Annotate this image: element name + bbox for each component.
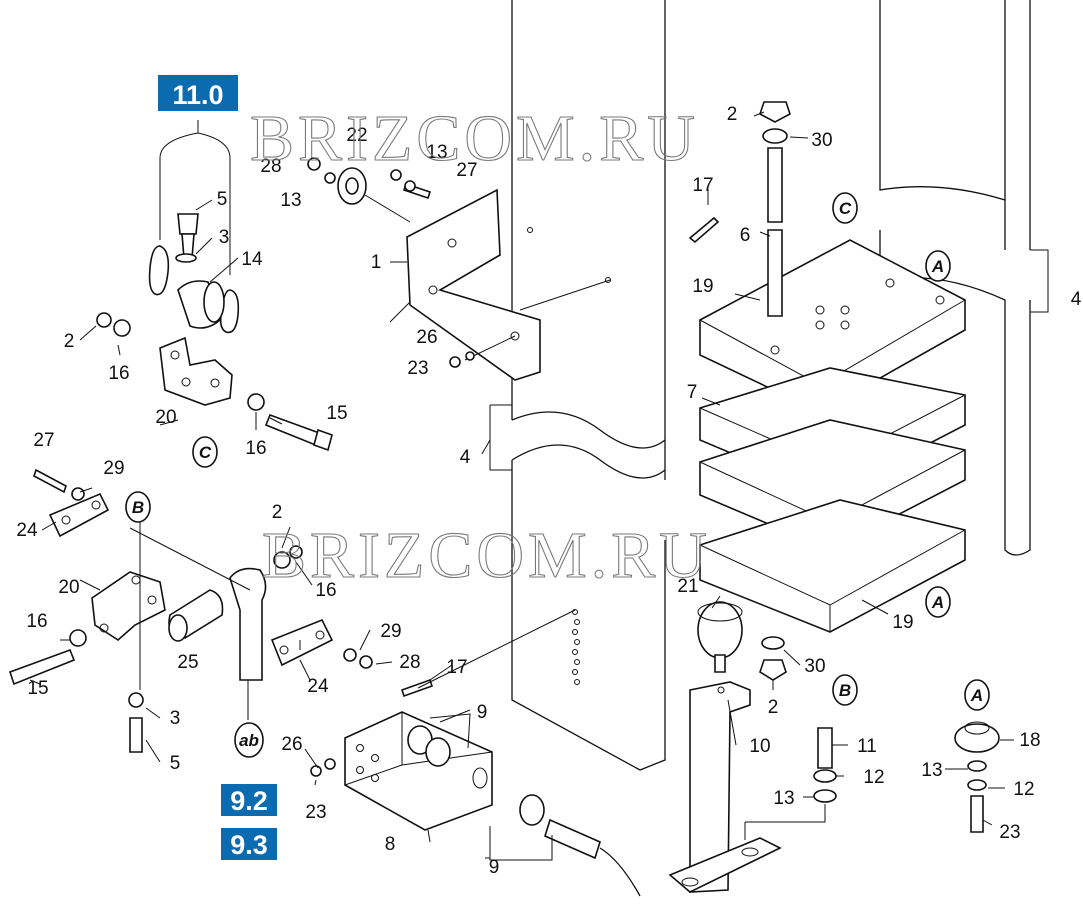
label-3: 3	[170, 708, 181, 729]
label-28: 28	[260, 156, 281, 177]
sensor-bracket	[310, 609, 641, 897]
label-22: 22	[346, 125, 367, 146]
svg-text:9.3: 9.3	[230, 830, 268, 860]
label-30: 30	[804, 656, 825, 677]
label-13: 13	[280, 190, 301, 211]
ref-letter-c-left: C	[192, 436, 218, 468]
ref-badge-11-0[interactable]: 11.0	[158, 75, 238, 111]
label-26: 26	[416, 327, 437, 348]
ref-letter-ab: ab	[234, 722, 264, 758]
label-13: 13	[773, 788, 794, 809]
label-20: 20	[155, 407, 176, 428]
label-7: 7	[687, 382, 698, 403]
label-17: 17	[692, 175, 713, 196]
label-15: 15	[27, 678, 48, 699]
label-9: 9	[489, 857, 500, 878]
label-16: 16	[108, 363, 129, 384]
label-19: 19	[892, 612, 913, 633]
label-30: 30	[811, 130, 832, 151]
label-1: 1	[371, 252, 382, 273]
svg-text:A: A	[931, 257, 944, 276]
svg-text:B: B	[839, 681, 851, 700]
watermark-top: BRIZCOM.RU	[250, 102, 699, 175]
bracket-1	[364, 188, 611, 381]
ref-badge-9-2[interactable]: 9.2	[221, 784, 277, 816]
label-16: 16	[315, 580, 336, 601]
fasteners-top	[307, 157, 720, 368]
svg-text:11.0: 11.0	[172, 80, 223, 110]
svg-text:A: A	[931, 593, 944, 612]
label-15: 15	[326, 403, 347, 424]
label-27: 27	[33, 430, 54, 451]
label-18: 18	[1019, 730, 1040, 751]
plate-stack	[697, 101, 966, 681]
label-20: 20	[58, 577, 79, 598]
leader-lines	[29, 111, 1014, 859]
svg-text:B: B	[132, 498, 144, 517]
main-column	[489, 0, 666, 771]
label-24: 24	[307, 676, 329, 697]
label-24: 24	[16, 520, 38, 541]
label-5: 5	[170, 753, 181, 774]
label-16: 16	[26, 611, 47, 632]
label-4: 4	[460, 447, 471, 468]
svg-text:A: A	[970, 686, 983, 705]
ref-letter-b-left: B	[125, 491, 151, 523]
label-17: 17	[446, 657, 467, 678]
label-4: 4	[1071, 289, 1082, 310]
label-6: 6	[740, 225, 751, 246]
label-8: 8	[385, 834, 396, 855]
label-11: 11	[857, 736, 877, 757]
label-16: 16	[245, 438, 266, 459]
label-5: 5	[217, 189, 228, 210]
ref-letter-a-top: A	[925, 250, 951, 282]
label-12: 12	[1013, 779, 1034, 800]
svg-text:9.2: 9.2	[230, 786, 268, 816]
svg-text:C: C	[199, 443, 212, 462]
label-27: 27	[456, 160, 477, 181]
label-13: 13	[426, 142, 447, 163]
label-29: 29	[103, 458, 124, 479]
svg-text:ab: ab	[239, 731, 259, 750]
label-14: 14	[241, 249, 263, 270]
label-29: 29	[380, 621, 401, 642]
ref-letter-a-right: A	[964, 679, 990, 711]
label-23: 23	[407, 358, 428, 379]
label-25: 25	[177, 652, 198, 673]
ref-letter-b-right: B	[832, 674, 858, 706]
label-23: 23	[305, 802, 326, 823]
stand-10	[668, 681, 782, 893]
label-28: 28	[399, 652, 420, 673]
part-labels: 1 2 2 2 2 3 3 4 4 5 5 6 7 8 9 9 10 11 12…	[16, 104, 1081, 878]
watermark-middle: BRIZCOM.RU	[262, 519, 711, 592]
label-2: 2	[64, 331, 75, 352]
label-9: 9	[477, 702, 488, 723]
label-21: 21	[677, 576, 698, 597]
label-12: 12	[863, 767, 884, 788]
label-19: 19	[692, 276, 713, 297]
label-2: 2	[727, 104, 738, 125]
ref-badge-9-3[interactable]: 9.3	[221, 828, 277, 860]
label-3: 3	[219, 227, 230, 248]
hinge-assembly-lower	[8, 468, 373, 753]
label-13: 13	[921, 760, 942, 781]
label-23: 23	[999, 822, 1020, 843]
label-26: 26	[281, 734, 302, 755]
label-2: 2	[272, 502, 283, 523]
svg-text:C: C	[839, 199, 852, 218]
label-10: 10	[749, 736, 770, 757]
ref-letter-c-right: C	[832, 192, 858, 224]
column-holes	[527, 227, 611, 685]
ref-letter-a-mid: A	[925, 586, 951, 618]
label-2: 2	[768, 697, 779, 718]
